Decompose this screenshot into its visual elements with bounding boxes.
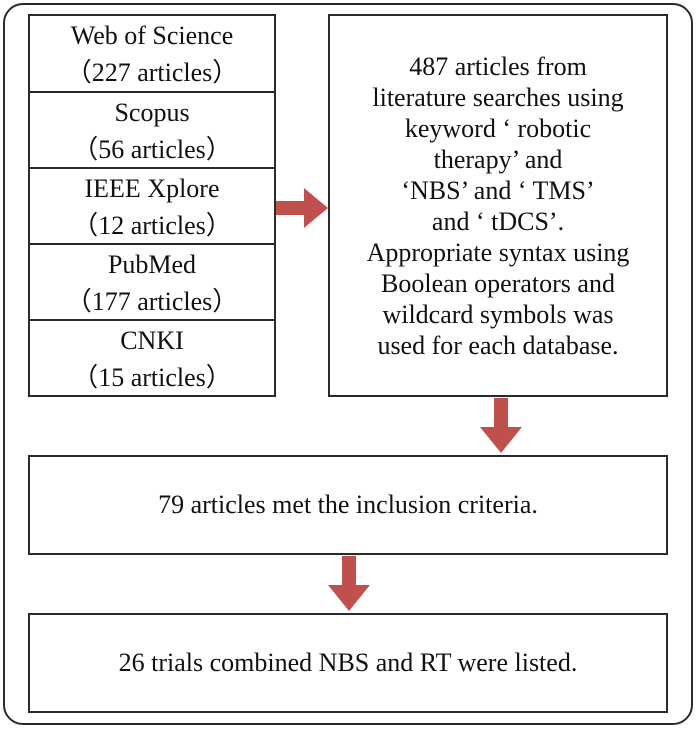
inclusion-criteria-box: 79 articles met the inclusion criteria. <box>28 455 668 555</box>
result-text: 26 trials combined NBS and RT were liste… <box>118 648 578 677</box>
inclusion-criteria-text: 79 articles met the inclusion criteria. <box>158 490 538 519</box>
result-box: 26 trials combined NBS and RT were liste… <box>28 613 668 713</box>
search-line: 487 articles from <box>409 51 587 81</box>
search-line: used for each database. <box>377 330 619 360</box>
database-item-ieee-xplore: IEEE Xplore （12 articles） <box>30 167 274 244</box>
database-name: PubMed <box>107 249 197 279</box>
database-count: （12 articles） <box>72 210 232 240</box>
database-name: IEEE Xplore <box>84 173 220 203</box>
down-arrow-icon <box>480 398 522 453</box>
search-description-box: 487 articles from literature searches us… <box>328 14 668 397</box>
search-line: ‘NBS’ and ‘ TMS’ <box>401 175 595 205</box>
search-line: therapy’ and <box>433 144 563 174</box>
database-name: CNKI <box>120 325 184 355</box>
search-line: Appropriate syntax using <box>366 237 630 267</box>
database-item-scopus: Scopus （56 articles） <box>30 91 274 168</box>
database-name: Scopus <box>114 97 190 127</box>
down-arrow-icon <box>328 556 370 611</box>
database-count: （227 articles） <box>65 57 239 87</box>
search-line: literature searches using <box>372 82 624 112</box>
search-description-text: 487 articles from literature searches us… <box>342 51 654 361</box>
database-item-cnki: CNKI （15 articles） <box>30 319 274 396</box>
database-item-pubmed: PubMed （177 articles） <box>30 243 274 320</box>
right-arrow-icon <box>276 188 328 228</box>
database-count: （177 articles） <box>65 286 239 316</box>
database-name: Web of Science <box>70 20 234 50</box>
outer-frame <box>3 3 693 725</box>
database-count: （15 articles） <box>72 362 232 392</box>
database-list: Web of Science （227 articles） Scopus （56… <box>28 14 276 397</box>
search-line: keyword ‘ robotic <box>404 113 592 143</box>
database-item-web-of-science: Web of Science （227 articles） <box>30 16 274 91</box>
database-count: （56 articles） <box>72 134 232 164</box>
search-line: wildcard symbols was <box>382 299 614 329</box>
search-line: and ‘ tDCS’. <box>431 206 565 236</box>
search-line: Boolean operators and <box>381 268 615 298</box>
